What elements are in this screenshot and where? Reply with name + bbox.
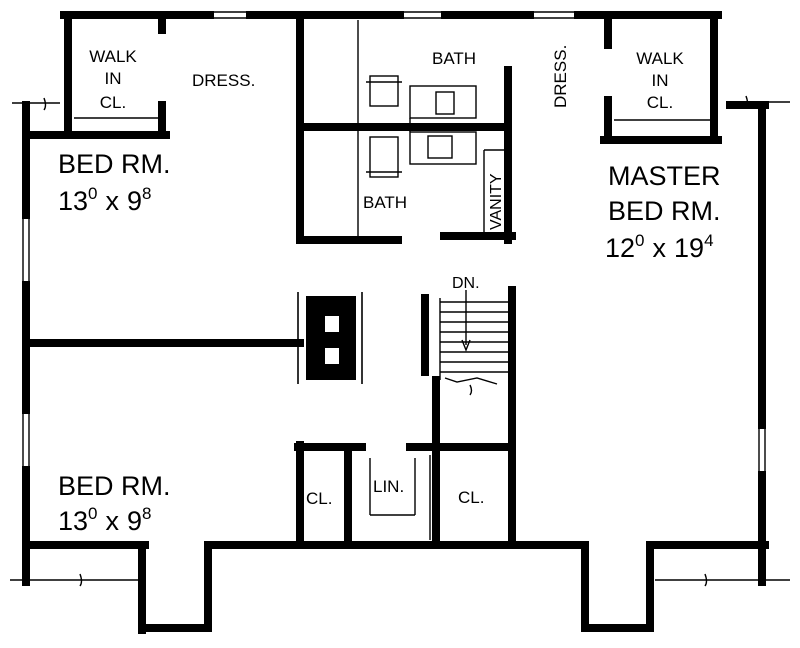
bed-upper-left-name: BED RM. [58,149,171,179]
master-line1: MASTER [608,161,721,191]
vanity-label: VANITY [488,173,505,230]
walls [22,11,769,634]
master-line2: BED RM. [608,196,721,226]
walk-in-left-line1: WALK [89,47,137,66]
bed-lower-left-name: BED RM. [58,471,171,501]
closet-a-label: CL. [306,489,332,508]
linen-label: LIN. [373,477,404,496]
walk-in-left-line3: CL. [100,93,126,112]
walk-in-left-line2: IN [105,69,122,88]
bath-lower-label: BATH [363,193,407,212]
labels: WALK IN CL. DRESS. BATH DRESS. WALK IN C… [58,45,721,536]
bath-upper-label: BATH [432,49,476,68]
walk-in-right-line1: WALK [636,49,684,68]
walk-in-right-line2: IN [652,71,669,90]
stairs-down-label: DN. [452,275,480,292]
dress-left-label: DRESS. [192,71,255,90]
thin-lines [10,11,790,632]
walk-in-right-line3: CL. [647,93,673,112]
closet-b-label: CL. [458,488,484,507]
chimney [297,292,363,384]
dress-right-label: DRESS. [551,45,570,108]
